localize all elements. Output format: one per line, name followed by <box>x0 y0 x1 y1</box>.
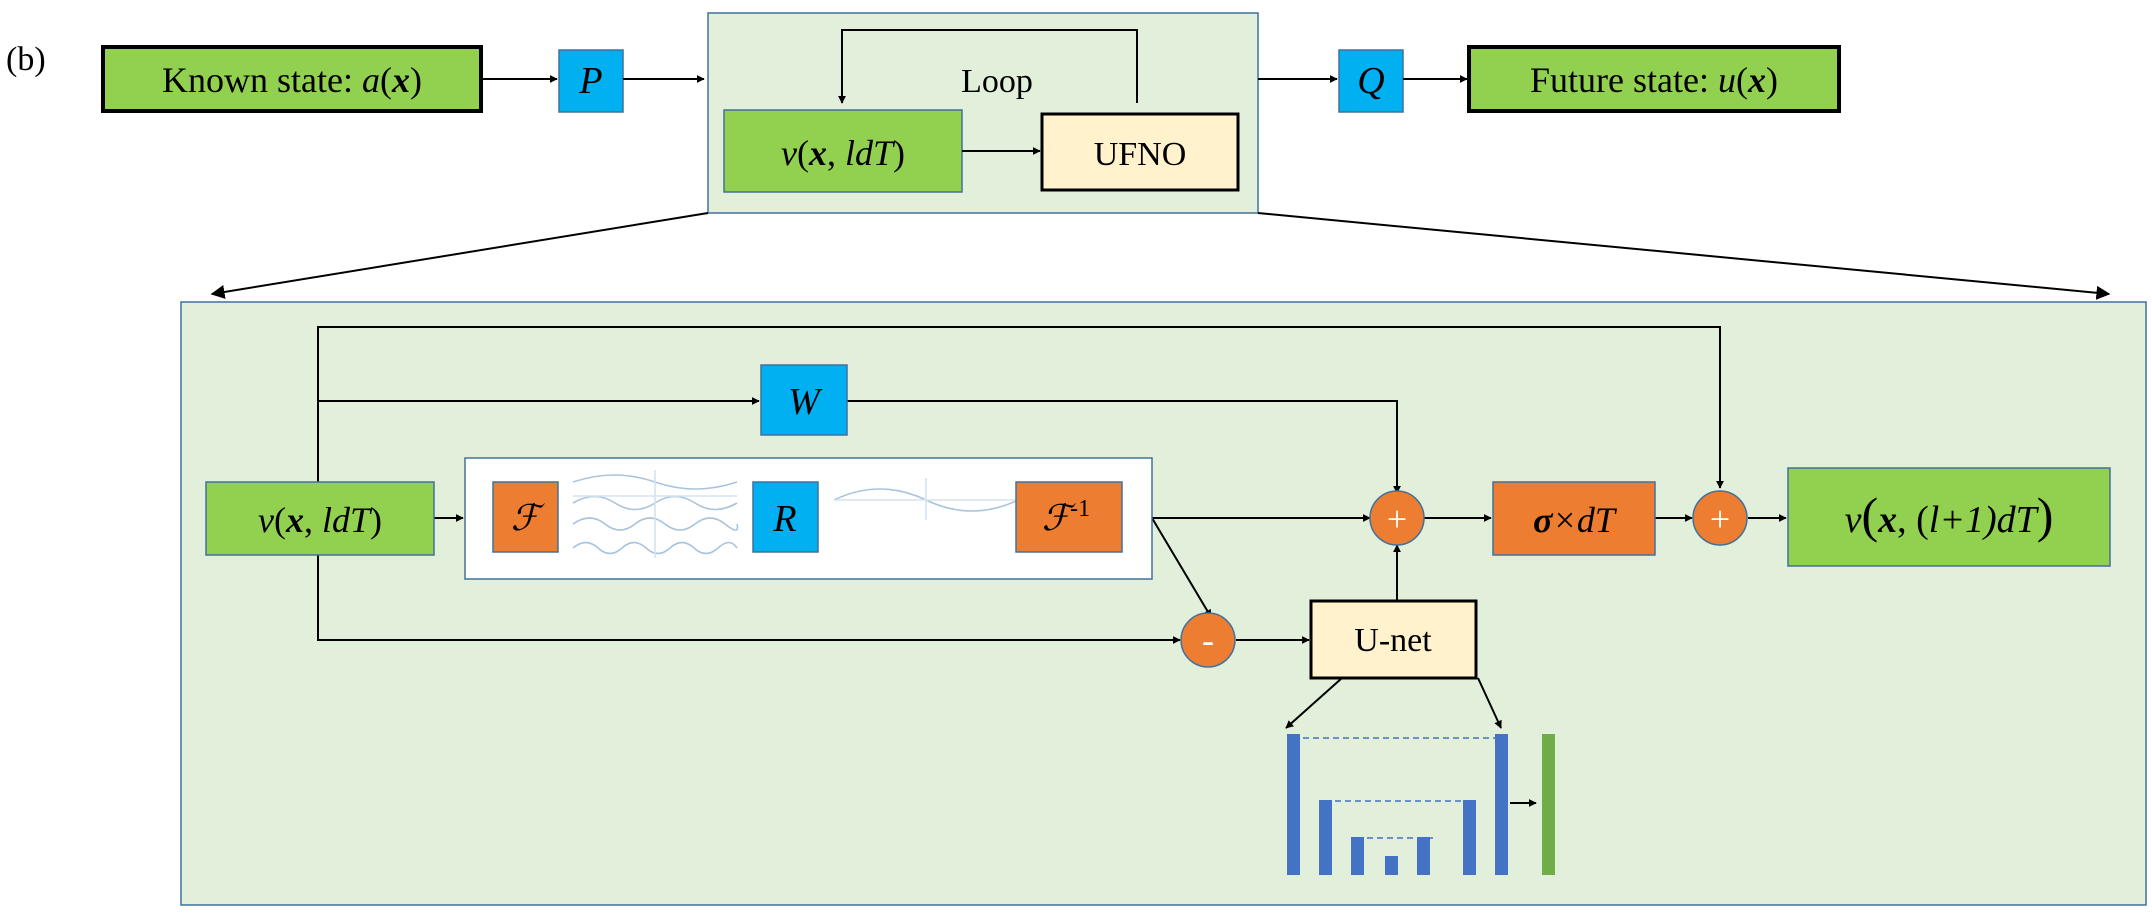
minus-sign: - <box>1202 620 1214 660</box>
unet-schematic <box>1287 734 1555 875</box>
plus-node-main: + <box>1369 490 1425 546</box>
w-box: W <box>760 364 848 436</box>
plus-sign-main: + <box>1387 499 1407 539</box>
p-label: P <box>578 60 602 102</box>
ufno-box: UFNO <box>1040 112 1240 192</box>
arrow-unet-to-decoder <box>1477 677 1502 729</box>
loop-feedback-arrow <box>838 29 1138 104</box>
v-input-box: v(x, ldT) <box>205 481 435 556</box>
arrow-fourier-to-minus <box>1151 517 1212 618</box>
v-output-label: v(x, (l+1)dT) <box>1845 487 2054 543</box>
panel-label: (b) <box>6 41 46 78</box>
future-state-box: Future state: u(x) <box>1467 45 1841 113</box>
minus-node: - <box>1180 612 1236 668</box>
loop-panel: Loop v(x, ldT) UFNO <box>707 12 1259 214</box>
w-label: W <box>788 381 823 423</box>
q-box: Q <box>1338 49 1404 113</box>
unet-bar <box>1351 837 1364 875</box>
q-label: Q <box>1357 60 1384 102</box>
spectral-waves-left <box>572 470 739 558</box>
ufno-label: UFNO <box>1094 136 1187 173</box>
r-label: R <box>772 498 796 540</box>
r-box: R <box>752 481 819 553</box>
future-state-label: Future state: u(x) <box>1530 60 1778 100</box>
p-box: P <box>558 49 624 113</box>
zoom-arrow-right <box>1257 212 2111 300</box>
plus-sign-residual: + <box>1710 499 1730 539</box>
v-input-label: v(x, ldT) <box>258 500 382 540</box>
zoom-arrow-left <box>210 212 709 299</box>
unet-label: U-net <box>1354 622 1432 659</box>
loop-label: Loop <box>961 63 1033 100</box>
unet-output-bar <box>1542 734 1555 875</box>
arrow-w-to-plus <box>847 400 1401 494</box>
detail-panel <box>180 301 2147 906</box>
unet-bar <box>1319 800 1332 875</box>
arrow-unet-to-encoder <box>1285 677 1343 729</box>
unet-bar <box>1495 734 1508 875</box>
inverse-fourier-box: ℱ-1 <box>1015 481 1123 553</box>
v-output-box: v(x, (l+1)dT) <box>1787 467 2111 567</box>
loop-v-box: v(x, ldT) <box>723 109 963 193</box>
sigma-dt-box: σ×dT <box>1492 481 1656 556</box>
fourier-layer-box: ℱ R ℱ-1 <box>464 457 1153 580</box>
known-state-label: Known state: a(x) <box>162 60 422 100</box>
plus-node-residual: + <box>1692 490 1748 546</box>
unet-bar <box>1385 856 1398 875</box>
known-state-box: Known state: a(x) <box>101 45 483 113</box>
skip-connection-arrow <box>317 326 1724 489</box>
fourier-transform-box: ℱ <box>492 481 559 553</box>
spectral-waves-right <box>833 478 1019 520</box>
unet-bar <box>1417 837 1430 875</box>
unet-bar <box>1463 800 1476 875</box>
sigma-dt-label: σ×dT <box>1533 500 1618 540</box>
loop-v-label: v(x, ldT) <box>781 133 905 173</box>
arrow-v-to-minus <box>317 555 1181 644</box>
unet-bar <box>1287 734 1300 875</box>
unet-box: U-net <box>1309 599 1478 680</box>
